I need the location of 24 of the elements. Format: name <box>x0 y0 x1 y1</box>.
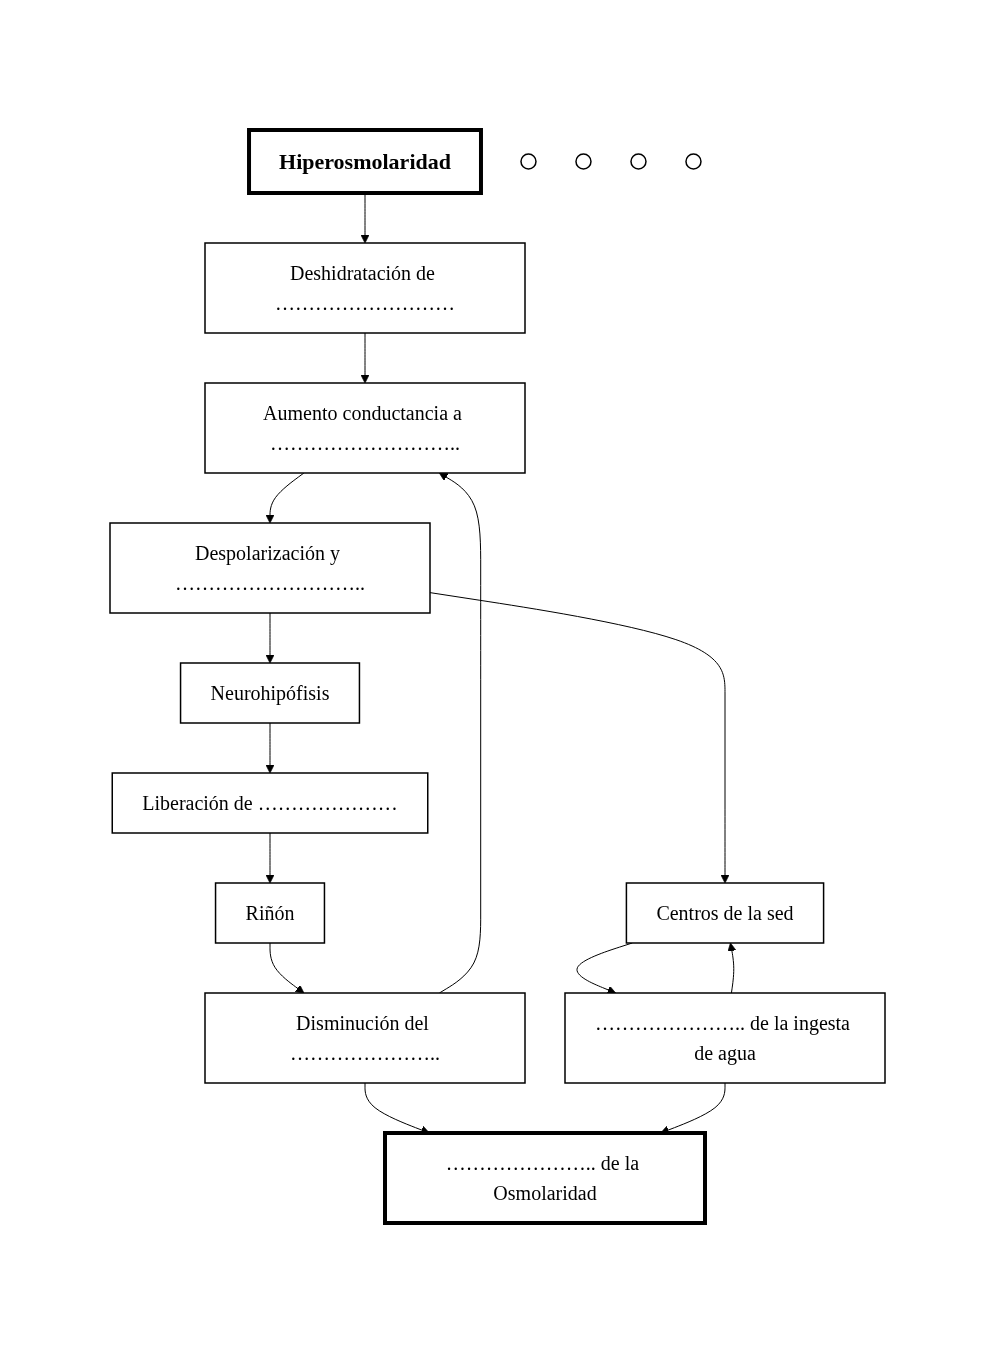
arrow <box>438 472 481 994</box>
arrow <box>727 942 736 994</box>
node-box: Neurohipófisis <box>179 662 360 724</box>
node-box: Centros de la sed <box>625 882 824 944</box>
node-box: Despolarización y ……………………….. <box>108 522 431 614</box>
arrow <box>265 472 304 524</box>
node-circle <box>519 153 537 170</box>
node-circle <box>684 153 702 170</box>
arrow <box>429 592 729 884</box>
node-box: Deshidratación de ……………………… <box>203 242 526 334</box>
node-box: Aumento conductancia a ……………………….. <box>203 382 526 474</box>
arrow <box>265 722 274 774</box>
node-box: ………………….. de la Osmolaridad <box>382 1131 707 1225</box>
arrow <box>360 332 369 384</box>
node-box: ………………….. de la ingesta de agua <box>563 992 886 1084</box>
arrow <box>265 612 274 664</box>
node-box: Hiperosmolaridad <box>246 128 483 195</box>
node-box: Disminución del ………………….. <box>203 992 526 1084</box>
node-box: Liberación de ………………… <box>111 772 428 834</box>
node-box: Riñón <box>214 882 325 944</box>
node-circle <box>574 153 592 170</box>
node-circle <box>629 153 647 170</box>
arrow <box>265 832 274 884</box>
arrow <box>269 942 304 994</box>
